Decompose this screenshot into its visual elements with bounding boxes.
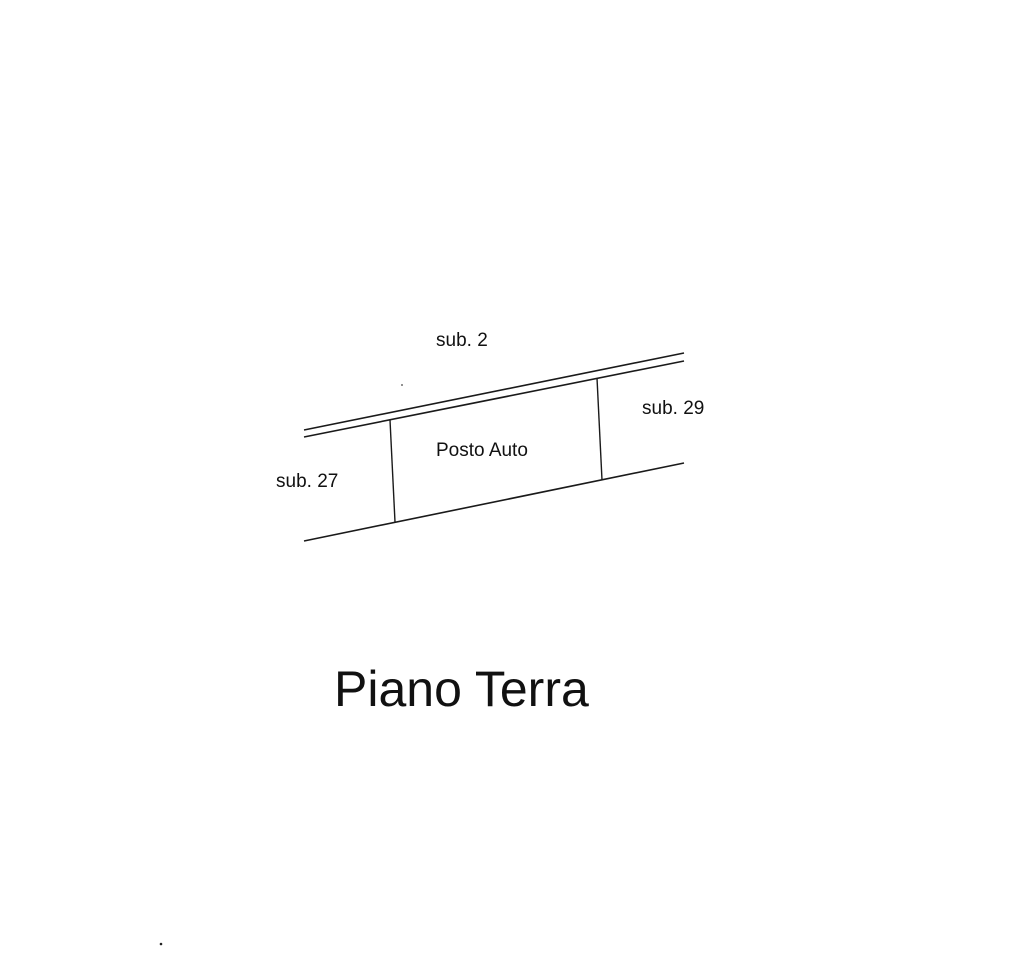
left-divider-line — [389, 419, 396, 523]
parking-space-label: Posto Auto — [436, 440, 528, 461]
scan-speck — [159, 942, 163, 946]
upper-wall-outer-line — [303, 352, 685, 431]
lower-boundary-line — [303, 462, 685, 542]
neighbor-label-top: sub. 2 — [436, 330, 488, 351]
upper-wall-inner-line — [303, 360, 685, 438]
neighbor-label-right: sub. 29 — [642, 398, 705, 419]
floor-title: Piano Terra — [334, 661, 589, 717]
right-divider-line — [596, 377, 603, 481]
neighbor-label-left: sub. 27 — [276, 471, 339, 492]
scan-speck — [401, 384, 403, 386]
